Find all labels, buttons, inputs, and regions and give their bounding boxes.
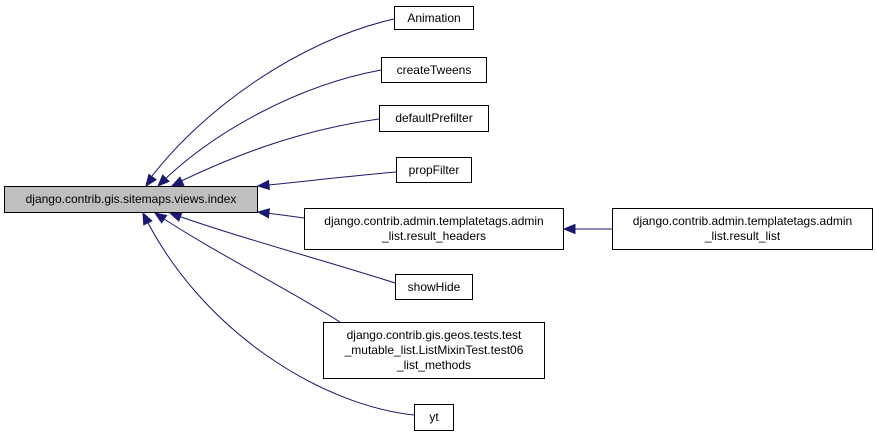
edge-prop-filter-to-root — [257, 171, 397, 187]
edge-show-hide-to-root — [169, 212, 396, 284]
edge-prop-filter-to-root-arrowhead — [256, 179, 270, 191]
node-test06-label-line2: _mutable_list.ListMixinTest.test06 — [344, 343, 524, 357]
edge-test06-to-root — [154, 212, 341, 323]
node-test06-label-line3: _list_methods — [396, 358, 472, 372]
node-yt-label: yt — [429, 410, 439, 424]
node-create-tweens-label: createTweens — [396, 62, 472, 77]
node-default-prefilter-label: defaultPrefilter — [395, 111, 473, 125]
edge-create-tweens-to-root — [159, 69, 382, 185]
node-prop-filter-label: propFilter — [408, 162, 460, 177]
edge-test06-to-root-arrowhead — [153, 212, 168, 224]
edge-animation-to-root-arrowhead — [145, 173, 158, 188]
edge-show-hide-to-root-arrowhead — [168, 212, 183, 222]
node-root-label: django.contrib.gis.sitemaps.views.index — [25, 192, 237, 206]
node-result-headers-label-line2: _list.result_headers — [381, 229, 487, 243]
node-result-list-label-line2: _list.result_list — [704, 229, 781, 243]
edge-yt-to-root-arrowhead — [142, 211, 153, 226]
node-show-hide[interactable]: showHide — [395, 274, 473, 300]
node-animation-label: Animation — [407, 10, 461, 25]
edge-default-prefilter-to-root-arrowhead — [170, 176, 185, 187]
node-result-headers[interactable]: django.contrib.admin.templatetags.admin … — [304, 208, 564, 250]
node-test06-label-line1: django.contrib.gis.geos.tests.test — [346, 328, 522, 342]
node-default-prefilter[interactable]: defaultPrefilter — [379, 105, 489, 132]
node-show-hide-label: showHide — [407, 279, 461, 294]
node-test06-list-methods[interactable]: django.contrib.gis.geos.tests.test _muta… — [323, 322, 545, 379]
node-result-headers-label-line1: django.contrib.admin.templatetags.admin — [324, 214, 544, 228]
node-yt[interactable]: yt — [414, 404, 454, 431]
edge-animation-to-root — [145, 18, 395, 185]
node-prop-filter[interactable]: propFilter — [396, 157, 472, 183]
edge-result-list-to-result-headers-arrowhead — [562, 223, 576, 235]
edge-default-prefilter-to-root — [174, 118, 380, 185]
node-create-tweens[interactable]: createTweens — [381, 57, 487, 83]
node-result-list[interactable]: django.contrib.admin.templatetags.admin … — [612, 208, 873, 250]
node-animation[interactable]: Animation — [394, 6, 474, 30]
edge-result-headers-to-root-arrowhead — [256, 208, 271, 219]
node-result-list-label-line1: django.contrib.admin.templatetags.admin — [632, 214, 853, 228]
node-root-function[interactable]: django.contrib.gis.sitemaps.views.index — [4, 186, 258, 213]
edge-create-tweens-to-root-arrowhead — [157, 174, 170, 187]
edge-yt-to-root — [142, 212, 415, 416]
